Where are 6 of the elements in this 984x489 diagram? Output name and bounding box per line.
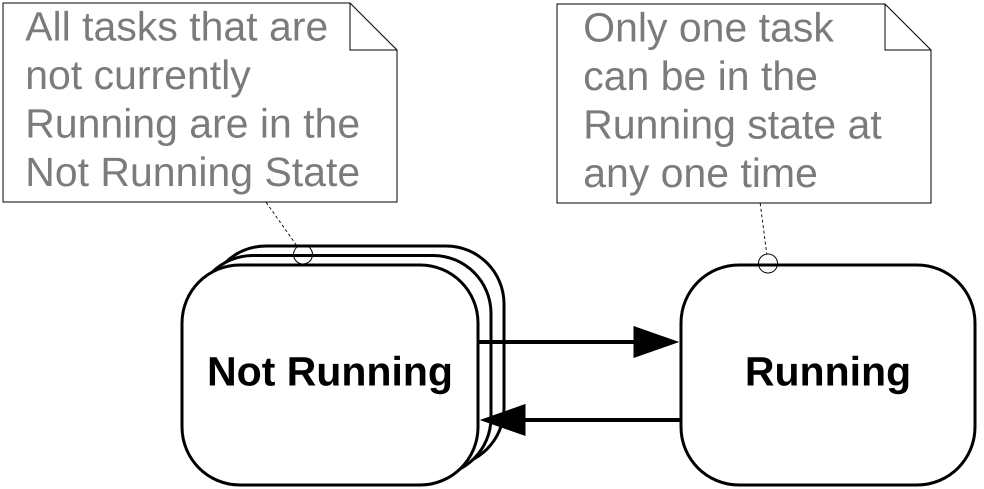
leader-line bbox=[266, 202, 313, 264]
note-box: All tasks that are not currently Running are in the Not Running State bbox=[2, 2, 398, 202]
leader-line bbox=[758, 202, 778, 274]
note-box: Only one task can be in the Running state at any one time bbox=[556, 4, 932, 204]
state-box: Running bbox=[680, 264, 976, 486]
stacked-state-box: Not Running bbox=[180, 244, 506, 486]
